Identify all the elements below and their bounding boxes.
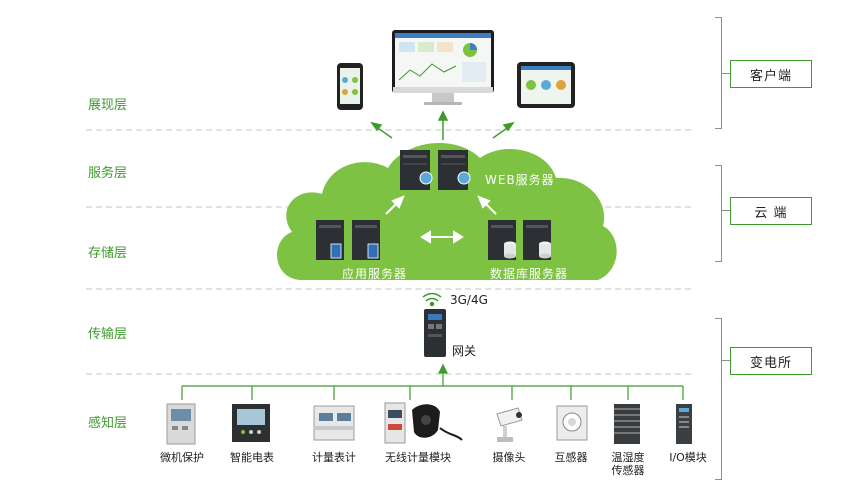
smart-meter-icon bbox=[232, 404, 270, 442]
gateway-label: 网关 bbox=[452, 344, 477, 358]
cloud-bracket bbox=[715, 165, 722, 262]
smartphone-icon bbox=[337, 63, 363, 110]
gateway-icon bbox=[424, 309, 446, 357]
database-server-label: 数据库服务器 bbox=[490, 267, 569, 281]
client-bracket bbox=[715, 17, 722, 129]
substation-bracket bbox=[715, 318, 722, 480]
signal-label: 3G/4G bbox=[450, 293, 488, 307]
device-label: 摄像头 bbox=[492, 451, 526, 464]
substation-box: 变电所 bbox=[730, 347, 812, 375]
web-server-label: WEB服务器 bbox=[485, 173, 555, 187]
device-bus bbox=[181, 363, 684, 400]
layer-divider bbox=[86, 288, 691, 290]
device-label: 智能电表 bbox=[230, 451, 274, 464]
device-label: 微机保护 bbox=[160, 451, 204, 464]
layer-label-perception: 感知层 bbox=[88, 416, 128, 431]
cloud-to-client-arrows bbox=[370, 110, 515, 140]
device-label: 温湿度传感器 bbox=[611, 451, 645, 477]
layer-label-transport: 传输层 bbox=[88, 327, 128, 342]
bracket-connector bbox=[722, 73, 730, 74]
wifi-signal-icon bbox=[422, 292, 442, 307]
tablet-icon bbox=[517, 62, 575, 108]
camera-icon bbox=[496, 407, 523, 442]
device-label: 计量表计 bbox=[312, 451, 356, 464]
relay-protection-icon bbox=[166, 403, 196, 445]
cloud-internal-arrows bbox=[385, 195, 497, 244]
din-meter-icon bbox=[313, 405, 355, 441]
bracket-connector bbox=[722, 360, 730, 361]
layer-label-storage: 存储层 bbox=[88, 246, 128, 261]
transformer-icon bbox=[556, 405, 588, 441]
device-label: 无线计量模块 bbox=[385, 451, 451, 464]
wireless-module-icon bbox=[384, 402, 463, 444]
device-label: 互感器 bbox=[554, 451, 588, 464]
temperature-sensor-icon bbox=[614, 404, 640, 444]
database-server-icon bbox=[488, 220, 551, 260]
monitor-icon bbox=[392, 30, 494, 105]
layer-divider bbox=[86, 129, 691, 131]
layer-label-service: 服务层 bbox=[88, 166, 128, 181]
io-module-icon bbox=[676, 404, 692, 444]
app-server-label: 应用服务器 bbox=[342, 267, 408, 281]
layer-divider bbox=[86, 373, 691, 375]
client-box: 客户端 bbox=[730, 60, 812, 88]
cloud-box: 云 端 bbox=[730, 197, 812, 225]
device-label: I/O模块 bbox=[669, 451, 707, 464]
bracket-connector bbox=[722, 210, 730, 211]
web-server-icon bbox=[400, 150, 471, 190]
layer-label-presentation: 展现层 bbox=[88, 98, 128, 113]
app-server-icon bbox=[316, 220, 380, 260]
